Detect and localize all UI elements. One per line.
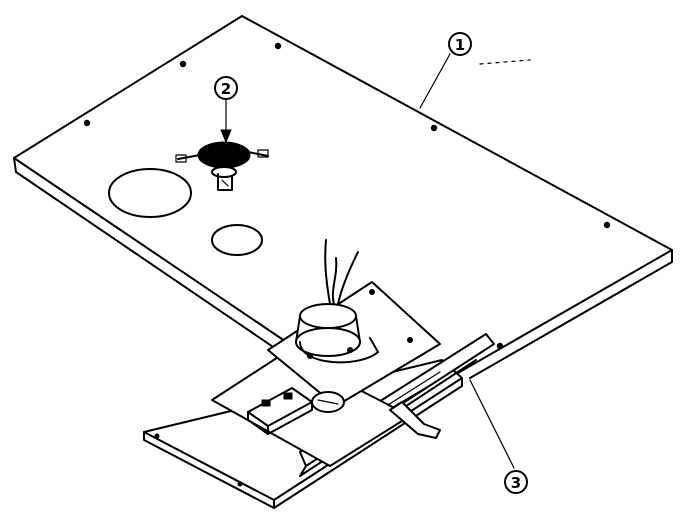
callout-2-label: 2	[221, 80, 231, 98]
thermostat	[175, 141, 269, 191]
control-lever	[389, 401, 441, 439]
large-opening	[108, 168, 192, 218]
timer-motor	[295, 239, 379, 364]
timer-assembly	[143, 239, 495, 509]
callout-2: 2	[214, 76, 238, 144]
callout-3-label: 3	[511, 474, 521, 492]
callout-3: 3	[469, 379, 528, 494]
callout-1: 1	[419, 32, 531, 109]
callout-1-label: 1	[455, 36, 465, 54]
small-opening	[211, 224, 263, 256]
